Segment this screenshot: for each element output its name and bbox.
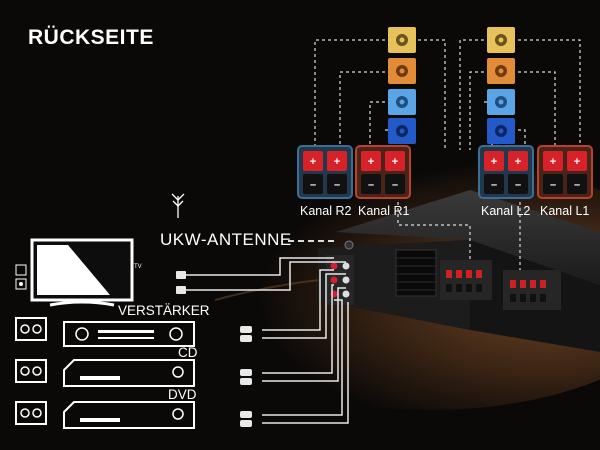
channel-label-l1: Kanal L1 bbox=[540, 204, 590, 218]
minus-sign: – bbox=[310, 179, 316, 191]
speaker-icons-right bbox=[388, 27, 416, 144]
amplifier-rear-panel bbox=[318, 190, 600, 352]
fan-grille bbox=[395, 249, 437, 297]
plus-sign: + bbox=[574, 156, 580, 168]
amp-terminal-posts bbox=[446, 270, 546, 302]
terminals-right-block bbox=[440, 260, 492, 300]
plus-sign: + bbox=[550, 156, 556, 168]
minus-sign: – bbox=[574, 179, 580, 191]
cd-device-icon bbox=[15, 359, 195, 387]
tv-label: TV bbox=[134, 264, 142, 270]
cd-label: CD bbox=[178, 345, 198, 360]
plus-sign: + bbox=[515, 156, 521, 168]
minus-sign: – bbox=[368, 179, 374, 191]
dvd-label: DVD bbox=[168, 387, 197, 402]
channel-label-l2: Kanal L2 bbox=[481, 204, 531, 218]
tv-icon bbox=[15, 238, 134, 307]
channel-label-r2: Kanal R2 bbox=[300, 204, 352, 218]
terminals-left-block bbox=[503, 270, 561, 310]
antenna-icon bbox=[171, 193, 185, 218]
channel-box-l2 bbox=[478, 145, 534, 199]
page-title: RÜCKSEITE bbox=[28, 26, 154, 49]
plus-sign: + bbox=[392, 156, 398, 168]
terminal-signs: + + – – + + – – + + – – + + – – bbox=[310, 156, 580, 191]
plus-sign: + bbox=[310, 156, 316, 168]
plus-sign: + bbox=[368, 156, 374, 168]
channel-box-r1 bbox=[355, 145, 411, 199]
plus-sign: + bbox=[334, 156, 340, 168]
channel-box-l1 bbox=[537, 145, 593, 199]
minus-sign: – bbox=[491, 179, 497, 191]
channel-box-r2 bbox=[297, 145, 353, 199]
antenna-label: UKW-ANTENNE bbox=[160, 230, 292, 249]
antenna-jack bbox=[344, 240, 354, 250]
minus-sign: – bbox=[550, 179, 556, 191]
rca-plugs bbox=[176, 271, 252, 427]
minus-sign: – bbox=[515, 179, 521, 191]
channel-label-r1: Kanal R1 bbox=[358, 204, 410, 218]
amplifier-label: VERSTÄRKER bbox=[118, 303, 210, 318]
plus-sign: + bbox=[491, 156, 497, 168]
dvd-device-icon bbox=[15, 401, 195, 429]
minus-sign: – bbox=[334, 179, 340, 191]
speaker-wiring bbox=[314, 39, 581, 270]
minus-sign: – bbox=[392, 179, 398, 191]
speaker-icons-left bbox=[487, 27, 515, 144]
amplifier-device-icon bbox=[15, 317, 195, 347]
signal-cables bbox=[185, 257, 349, 424]
